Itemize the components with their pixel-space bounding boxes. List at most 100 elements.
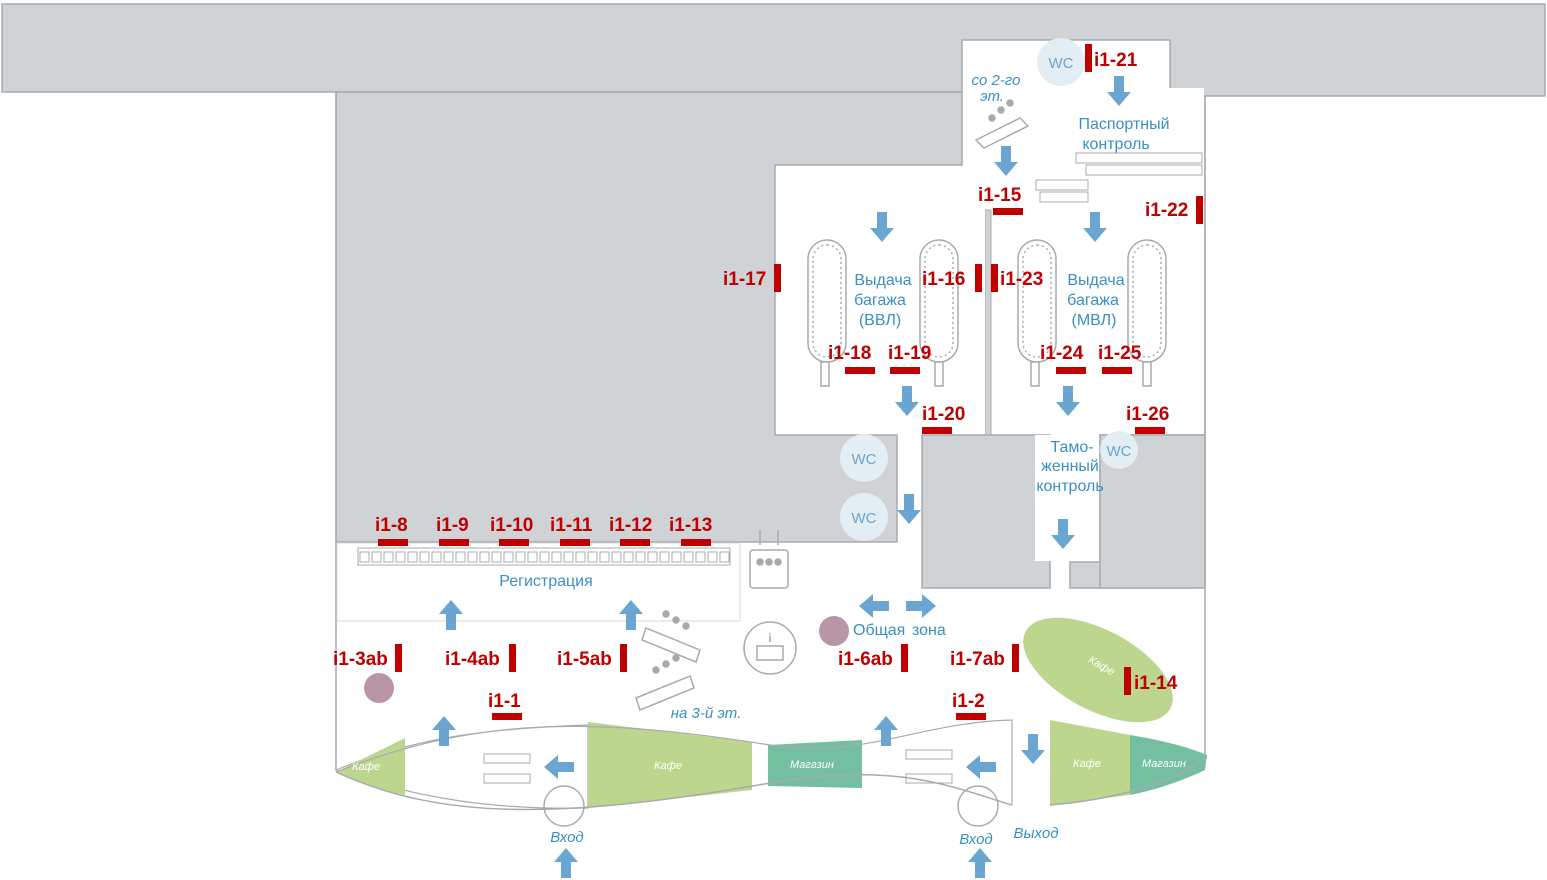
info-marker[interactable]: i1-1 (488, 691, 522, 720)
security-scanners (483, 749, 953, 784)
poi-dot-center (819, 616, 849, 646)
customs-label-3: контроль (1036, 478, 1103, 495)
arrow-down-icon (897, 494, 921, 524)
cafe-mid (588, 722, 752, 808)
marker-vertical-icon (1196, 196, 1203, 224)
facade-line-right (1049, 756, 1208, 806)
checkin-desk (431, 551, 442, 563)
passport-booths-row-4 (1039, 191, 1089, 203)
person-icon (988, 114, 996, 122)
checkin-desk (707, 551, 718, 563)
baggage-international-label-1: Выдача (1067, 272, 1124, 289)
wc-customs: WC (1100, 431, 1138, 469)
info-marker[interactable]: i1-20 (922, 404, 965, 434)
cafe-oval (1023, 617, 1173, 723)
checkin-desk (395, 551, 406, 563)
person-icon (765, 558, 773, 566)
marker-horizontal-icon (620, 539, 650, 546)
info-marker[interactable]: i1-6ab (838, 644, 908, 672)
arrow-left-icon (859, 594, 889, 618)
person-icon (682, 622, 690, 630)
checkin-desk (479, 551, 490, 563)
info-marker[interactable]: i1-18 (828, 343, 875, 374)
info-marker[interactable]: i1-15 (978, 185, 1023, 215)
marker-horizontal-icon (845, 367, 875, 374)
info-marker[interactable]: i1-5ab (557, 644, 627, 672)
marker-vertical-icon (1085, 44, 1092, 72)
checkin-desk (635, 551, 646, 563)
carousel-3-belt (1022, 244, 1052, 358)
marker-horizontal-icon (492, 713, 522, 720)
info-marker-code: i1-13 (669, 515, 712, 536)
info-marker-code: i1-23 (1000, 269, 1043, 290)
marker-vertical-icon (975, 264, 982, 292)
info-marker[interactable]: i1-3ab (333, 644, 402, 672)
info-marker[interactable]: i1-13 (669, 515, 712, 546)
arrow-down-icon (1107, 76, 1131, 106)
info-marker-code: i1-24 (1040, 343, 1084, 364)
person-icon (997, 106, 1005, 114)
escalator-room (963, 41, 1029, 165)
info-desk (756, 645, 784, 661)
person-icon (1006, 99, 1014, 107)
cafe-right-label: Кафе (1073, 758, 1101, 770)
baggage-carousels (807, 239, 1167, 387)
checkin-desk (575, 551, 586, 563)
carousel-4-belt (1132, 244, 1162, 358)
arrow-up-icon (968, 848, 992, 878)
marker-horizontal-icon (956, 713, 986, 720)
info-marker[interactable]: i1-19 (888, 343, 931, 374)
marker-vertical-icon (620, 644, 627, 672)
checkin-desk (563, 551, 574, 563)
checkin-desk (515, 551, 526, 563)
escalator-icon (641, 627, 701, 663)
info-marker[interactable]: i1-2 (952, 691, 986, 720)
checkin-counter (357, 547, 731, 566)
cafe-left-label: Кафе (352, 761, 380, 773)
facade-line (335, 771, 1013, 811)
arrow-up-icon (439, 600, 463, 630)
entrance-label-right: Вход (959, 831, 992, 848)
info-marker[interactable]: i1-7ab (950, 644, 1019, 672)
info-marker-code: i1-18 (828, 343, 871, 364)
baggage-domestic-label-3: (ВВЛ) (859, 312, 901, 329)
checkin-desk (503, 551, 514, 563)
carousel-4-feed (1142, 361, 1152, 387)
info-marker[interactable]: i1-22 (1145, 196, 1203, 224)
baggage-domestic-label-1: Выдача (854, 272, 911, 289)
to-third-floor-label: на 3-й эт. (671, 705, 741, 722)
info-marker[interactable]: i1-17 (723, 264, 781, 292)
info-marker[interactable]: i1-10 (490, 515, 533, 546)
info-marker[interactable]: i1-16 (922, 264, 982, 292)
checkin-desk (551, 551, 562, 563)
info-marker[interactable]: i1-11 (550, 515, 593, 546)
info-ring (743, 621, 797, 675)
info-marker[interactable]: i1-12 (609, 515, 652, 546)
info-marker[interactable]: i1-4ab (445, 644, 516, 672)
info-marker[interactable]: i1-14 (1124, 667, 1178, 695)
marker-horizontal-icon (499, 539, 529, 546)
arrow-up-icon (554, 848, 578, 878)
bottom-strip: Кафе Кафе Магазин Кафе Магазин (334, 719, 1208, 811)
info-marker[interactable]: i1-24 (1040, 343, 1086, 374)
info-marker-code: i1-19 (888, 343, 931, 364)
info-marker[interactable]: i1-23 (991, 264, 1043, 292)
checkin-desks (357, 547, 731, 566)
info-marker-code: i1-21 (1094, 50, 1138, 71)
info-marker[interactable]: i1-26 (1126, 404, 1169, 434)
info-marker-code: i1-4ab (445, 649, 500, 670)
passport-booths (1035, 152, 1203, 203)
checkin-desk (647, 551, 658, 563)
info-marker[interactable]: i1-25 (1098, 343, 1142, 374)
passport-booths-row-2 (1085, 164, 1203, 176)
info-marker[interactable]: i1-21 (1085, 44, 1138, 72)
info-marker[interactable]: i1-9 (436, 515, 469, 546)
info-marker-code: i1-25 (1098, 343, 1142, 364)
info-marker[interactable]: i1-8 (375, 515, 408, 546)
checkin-desk (407, 551, 418, 563)
wc-label: WC (852, 510, 877, 527)
marker-horizontal-icon (378, 539, 408, 546)
from-second-floor-label-1: со 2-го (972, 72, 1021, 89)
marker-horizontal-icon (560, 539, 590, 546)
cafe-left (336, 738, 405, 795)
